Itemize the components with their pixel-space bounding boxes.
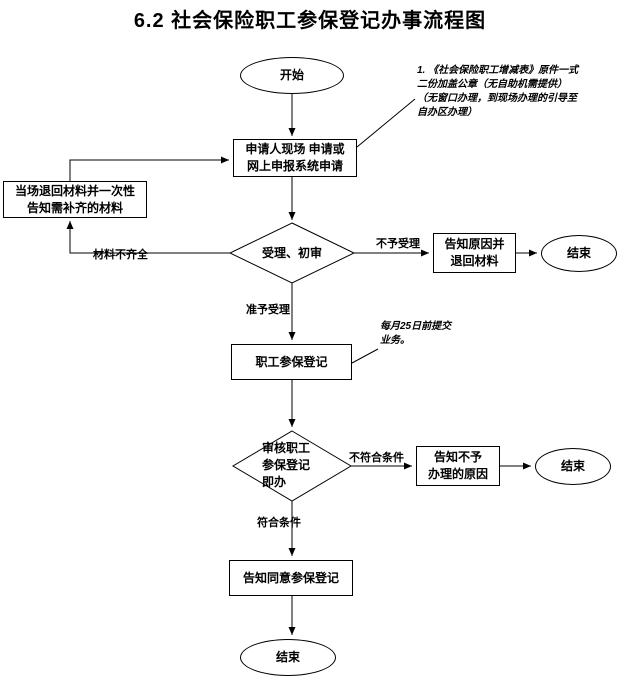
edge-label-not-accepted: 不予受理 <box>376 238 420 250</box>
end-node-middle: 结束 <box>535 448 611 485</box>
deadline-note: 每月25日前提交 业务。 <box>380 321 452 346</box>
arrow-review-to-return-materials <box>66 221 230 254</box>
documents-note: 1. 《社会保险职工增减表》原件一式 二份加盖公章（无自助机需提供） （无窗口办… <box>417 65 579 118</box>
start-node: 开始 <box>240 57 344 94</box>
inform-reason-return-node: 告知原因并 退回材料 <box>433 233 516 273</box>
return-materials-node: 当场退回材料并一次性 告知需补齐的材料 <box>3 181 147 218</box>
edge-label-materials-incomplete: 材料不齐全 <box>93 249 148 261</box>
end-node-top: 结束 <box>541 235 617 272</box>
decision-audit-diamond <box>232 430 352 502</box>
edge-label-accepted: 准予受理 <box>246 304 290 316</box>
arrow-return-materials-to-apply <box>69 156 229 181</box>
edge-label-not-qualified: 不符合条件 <box>349 452 404 464</box>
end-node-bottom: 结束 <box>240 639 336 676</box>
edge-label-qualified: 符合条件 <box>257 517 301 529</box>
callout-line-deadline-note <box>351 348 379 364</box>
callout-line-documents-note <box>356 98 416 148</box>
audit-decision-label: 审核职工 参保登记 即办 <box>262 441 311 489</box>
inform-agree-node: 告知同意参保登记 <box>229 560 353 596</box>
register-node: 职工参保登记 <box>231 344 352 380</box>
apply-node: 申请人现场 申请或 网上申报系统申请 <box>233 139 357 177</box>
page-title: 6.2 社会保险职工参保登记办事流程图 <box>133 10 487 32</box>
review-decision-label: 受理、初审 <box>261 246 322 260</box>
decision-review-diamond <box>228 222 356 284</box>
inform-refusal-node: 告知不予 办理的原因 <box>416 446 500 486</box>
